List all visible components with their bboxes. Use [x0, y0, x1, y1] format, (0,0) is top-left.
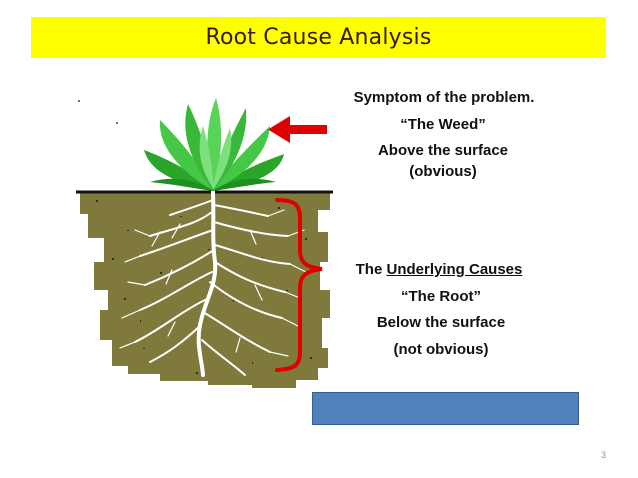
causes-line-4: (not obvious): [346, 341, 536, 358]
causes-line-3: Below the surface: [346, 314, 536, 331]
page-number: 3: [588, 450, 606, 460]
soil: [80, 193, 330, 388]
symptom-line-2: “The Weed”: [348, 116, 538, 133]
stray-dot: [116, 122, 118, 124]
blue-text-box: [312, 392, 579, 425]
causes-underlined: Underlying Causes: [386, 261, 522, 278]
symptom-line-4: (obvious): [348, 163, 538, 180]
causes-line-2: “The Root”: [346, 288, 536, 305]
stray-dot: [78, 100, 80, 102]
arrow-left-icon: [268, 116, 327, 143]
symptom-line-3: Above the surface: [348, 142, 538, 159]
symptom-line-1: Symptom of the problem.: [338, 89, 550, 106]
causes-prefix: The: [356, 261, 387, 278]
causes-line-1: The Underlying Causes: [336, 261, 542, 278]
weed-leaves: [144, 98, 284, 191]
